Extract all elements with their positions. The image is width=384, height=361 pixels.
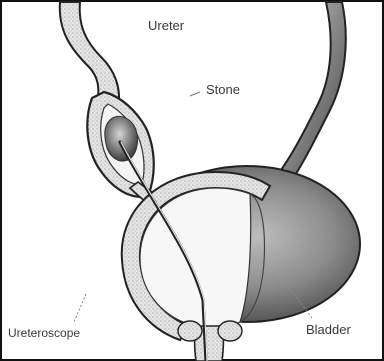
label-stone: Stone: [206, 83, 240, 96]
scope-leader-line: [74, 294, 86, 322]
stone-leader-line: [190, 92, 200, 96]
right-ureter: [272, 2, 346, 190]
label-ureteroscope: Ureteroscope: [8, 327, 80, 339]
bladder-neck-left: [178, 321, 202, 341]
bladder-neck-right: [218, 321, 242, 341]
label-ureter: Ureter: [148, 19, 184, 32]
label-bladder: Bladder: [306, 323, 351, 336]
left-ureter: [60, 2, 119, 108]
kidney-stone: [105, 116, 138, 161]
